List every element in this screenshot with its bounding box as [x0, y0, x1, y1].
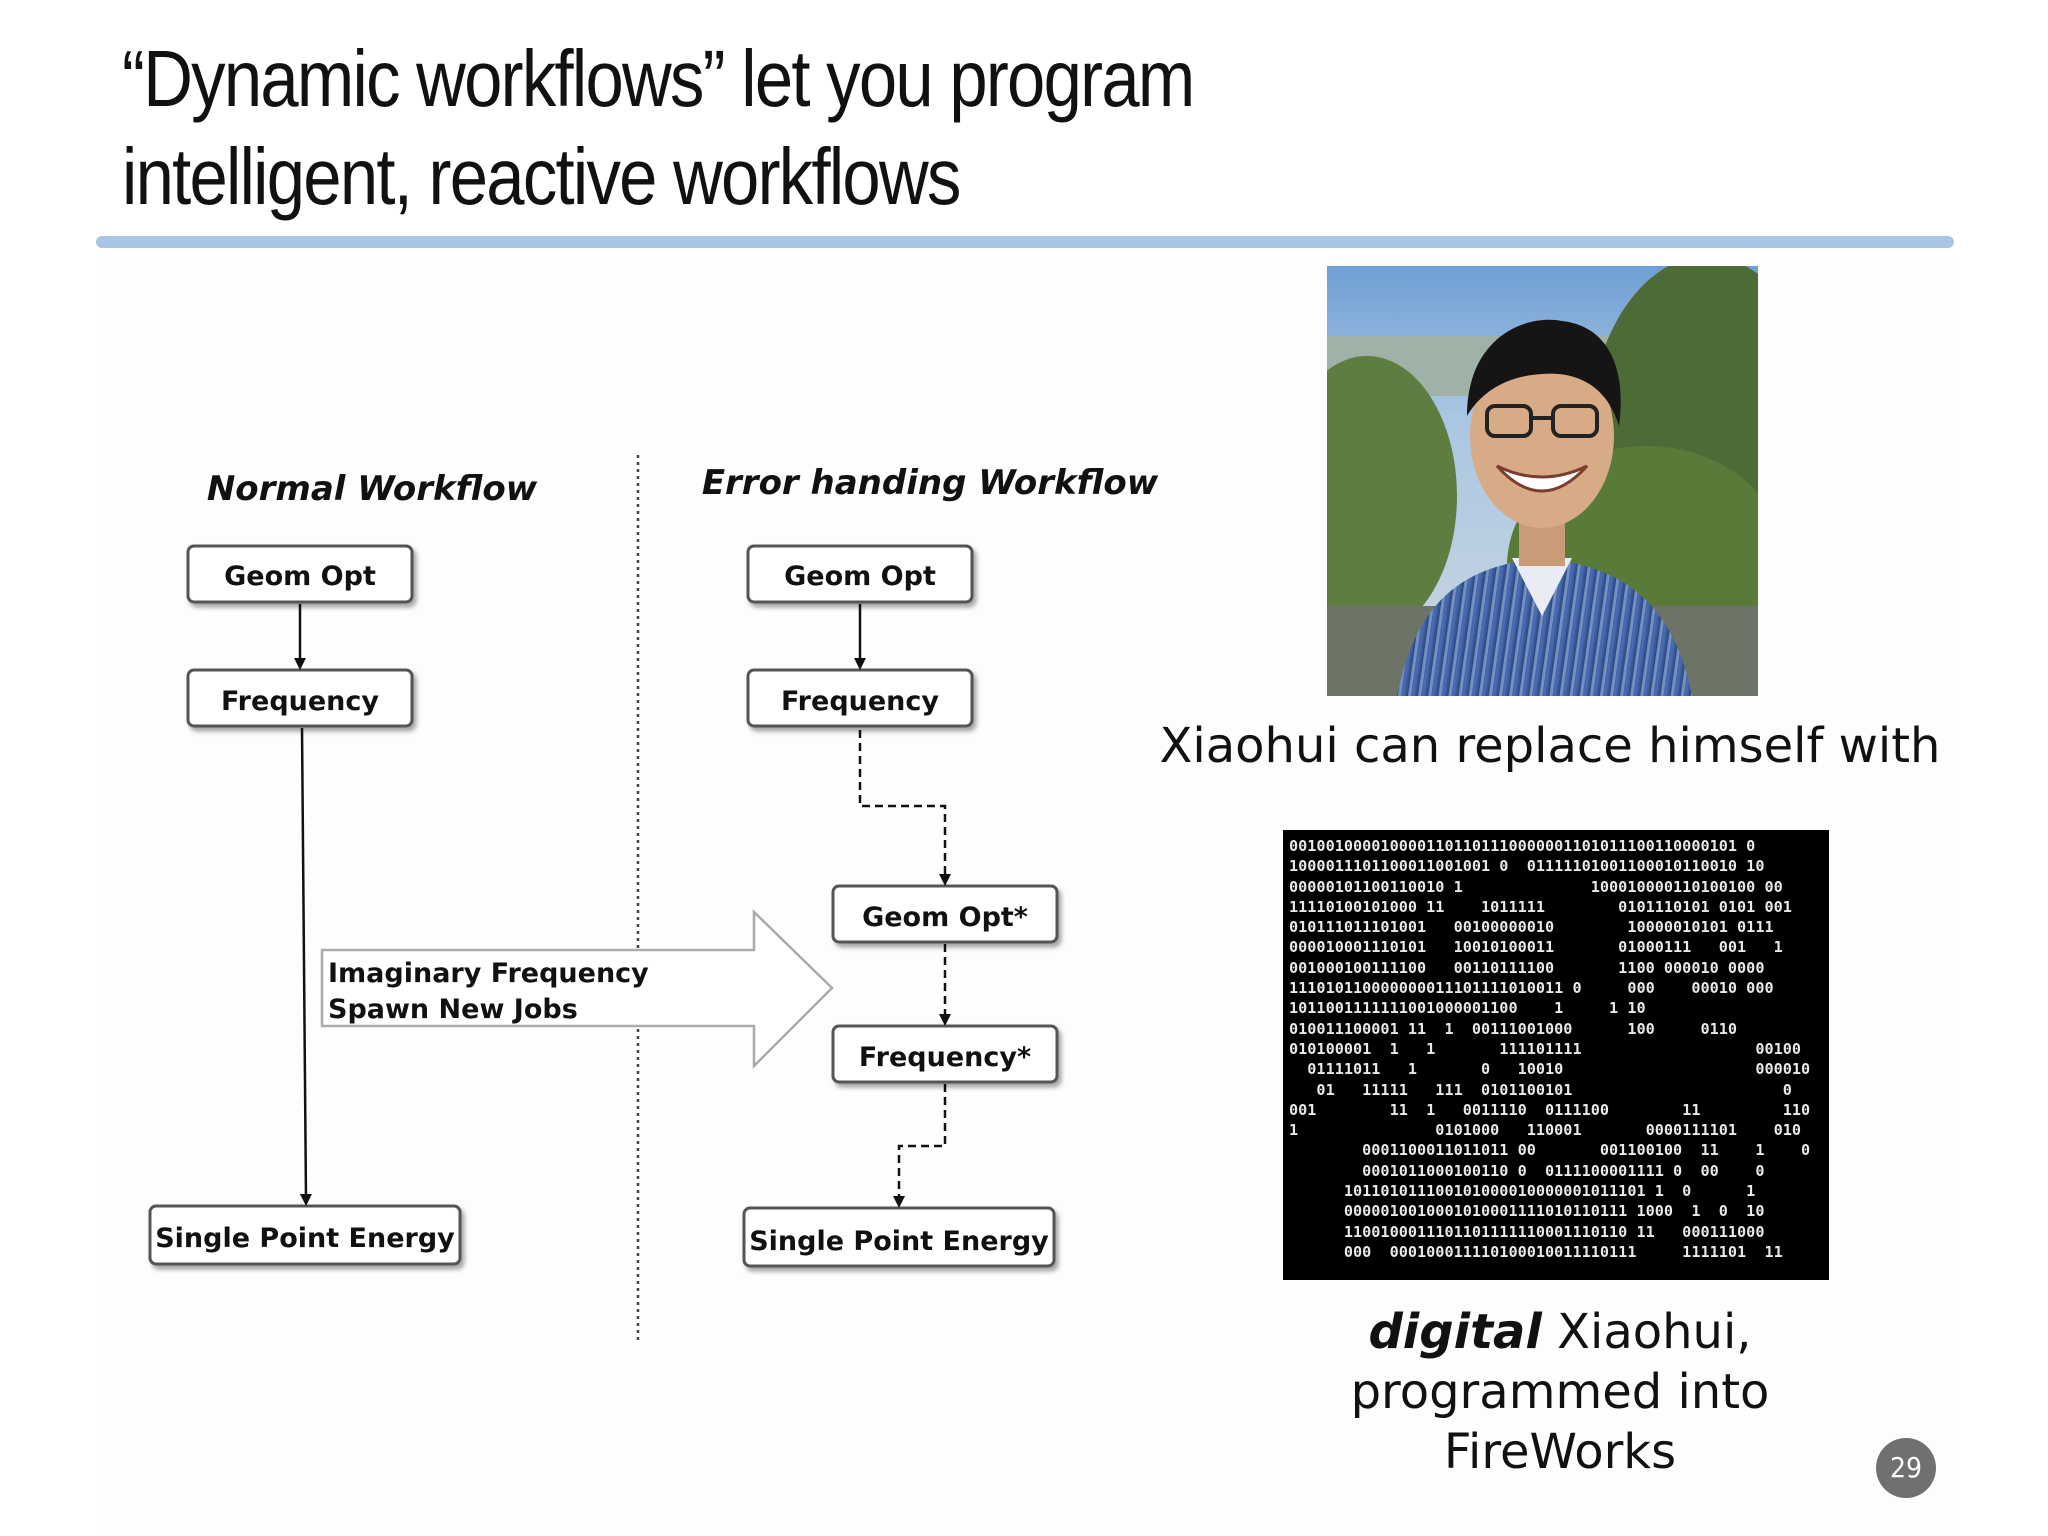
step-label: Single Point Energy: [749, 1226, 1049, 1257]
binary-line: 1000011101100011001001 0 011111010011000…: [1289, 857, 1765, 876]
step-label: Geom Opt: [224, 561, 376, 592]
binary-line: 01 11111 111 0101100101 0: [1289, 1080, 1792, 1099]
binary-line: 000 000100011110100010011110111 1111101 …: [1289, 1242, 1783, 1261]
binary-line: 0000010010001010001111010110111 1000 1 0…: [1289, 1202, 1765, 1221]
title-line-2: intelligent, reactive workflows: [122, 132, 961, 221]
error-step-geom-opt: Geom Opt: [746, 544, 974, 604]
binary-line: 1011001111111001000001100 1 1 10: [1289, 999, 1646, 1018]
binary-line: 0010010000100001101101110000001101011100…: [1289, 837, 1756, 855]
binary-line: 0001011000100110 0 0111100001111 0 00 0: [1289, 1161, 1765, 1180]
normal-workflow-heading: Normal Workflow: [207, 469, 538, 509]
slide-title: “Dynamic workflows” let you program inte…: [122, 30, 1412, 226]
caption-replace-himself: Xiaohui can replace himself with: [1159, 718, 1941, 774]
dashed-connector-arrow: [893, 1084, 947, 1208]
person-photo: [1327, 266, 1758, 696]
error-step-geom-opt-star: Geom Opt*: [831, 884, 1059, 944]
binary-line: 0001100011011011 00 001100100 11 1 0: [1289, 1141, 1811, 1160]
step-label: Frequency*: [859, 1042, 1031, 1073]
step-label: Single Point Energy: [155, 1223, 455, 1254]
binary-line: 01111011 1 0 10010 000010: [1289, 1060, 1811, 1079]
binary-line: 000010001110101 10010100011 01000111 001…: [1289, 938, 1783, 957]
binary-line: 101101011100101000010000001011101 1 0 1: [1289, 1182, 1756, 1201]
step-label: Geom Opt*: [862, 902, 1028, 933]
caption-line-1-rest: Xiaohui,: [1541, 1304, 1752, 1360]
binary-line: 010011100001 11 1 00111001000 100 0110: [1289, 1019, 1738, 1038]
step-label: Frequency: [781, 686, 939, 717]
error-workflow-heading: Error handing Workflow: [702, 463, 1159, 503]
caption-digital-xiaohui: digital Xiaohui, programmed into FireWor…: [1300, 1302, 1820, 1482]
caption-emphasis: digital: [1368, 1304, 1542, 1360]
binary-line: 010100001 1 1 111101111 00100: [1289, 1039, 1802, 1058]
arrow-label-line-1: Imaginary Frequency: [328, 958, 649, 989]
binary-line: 111010110000000011101111010011 0 000 000…: [1289, 979, 1774, 998]
normal-step-frequency: Frequency: [186, 668, 414, 728]
binary-line: 010111011101001 00100000010 10000010101 …: [1289, 918, 1774, 937]
arrow-label-line-2: Spawn New Jobs: [328, 994, 578, 1025]
binary-code-image: 0010010000100001101101110000001101011100…: [1283, 830, 1829, 1280]
binary-line: 00000101100110010 1 100010000110100100 0…: [1289, 877, 1783, 896]
binary-line: 11110100101000 11 1011111 0101110101 010…: [1289, 897, 1792, 916]
title-divider: [96, 236, 1954, 248]
step-label: Geom Opt: [784, 561, 936, 592]
binary-line: 001000100111100 00110111100 1100 000010 …: [1289, 958, 1765, 977]
caption-line-1: digital Xiaohui,: [1300, 1302, 1820, 1362]
error-step-frequency-star: Frequency*: [831, 1024, 1059, 1084]
connector-arrow: [299, 727, 312, 1206]
dashed-connector-arrow: [858, 730, 951, 886]
caption-line-3: FireWorks: [1443, 1424, 1677, 1480]
normal-step-geom-opt: Geom Opt: [186, 544, 414, 604]
binary-line: 1100100011101101111110001110110 11 00011…: [1289, 1222, 1765, 1241]
error-step-single-point-energy: Single Point Energy: [742, 1206, 1056, 1268]
step-label: Frequency: [221, 686, 379, 717]
caption-line-2: programmed into: [1350, 1364, 1770, 1420]
error-step-frequency: Frequency: [746, 668, 974, 728]
spawn-jobs-arrow: Imaginary Frequency Spawn New Jobs: [320, 909, 834, 1070]
binary-line: 1 0101000 110001 0000111101 010: [1289, 1121, 1802, 1140]
title-line-1: “Dynamic workflows” let you program: [122, 34, 1195, 123]
normal-step-single-point-energy: Single Point Energy: [148, 1204, 462, 1266]
binary-line: 001 11 1 0011110 0111100 11 110: [1289, 1100, 1811, 1119]
page-number-badge: 29: [1876, 1438, 1936, 1498]
